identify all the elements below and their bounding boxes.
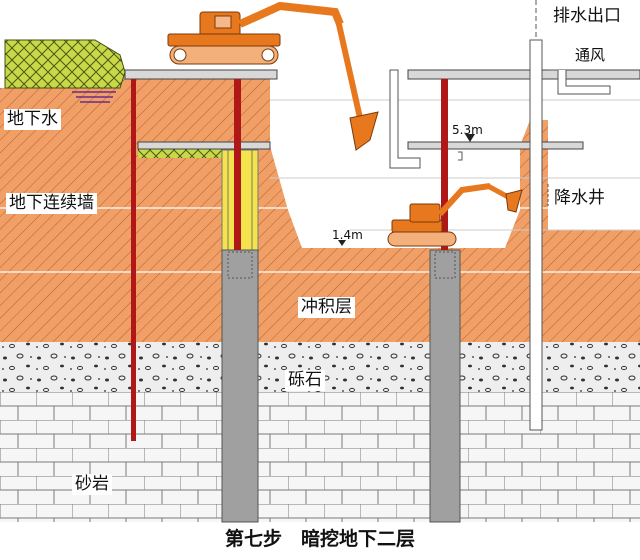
ventilation-pipe-right (548, 69, 611, 95)
column-right (429, 249, 461, 523)
label-gravel: 砾石 (285, 370, 325, 391)
label-ventilation: 通风 (572, 46, 609, 65)
top-slab-right (407, 69, 640, 80)
label-diaphragm-wall: 地下连续墙 (6, 193, 97, 214)
excavator-top (167, 1, 379, 151)
diaphragm-wall (131, 79, 136, 441)
label-sandstone: 砂岩 (72, 474, 112, 495)
excavator-small (387, 183, 523, 247)
diagram-caption: 第七步 暗挖地下二层 (224, 528, 415, 550)
label-groundwater: 地下水 (4, 109, 61, 130)
mid-slab-right (407, 141, 584, 150)
sandstone-layer (0, 392, 640, 522)
column-left (221, 249, 259, 523)
dimension-upper: 5.3m (452, 123, 483, 137)
red-column-right (441, 79, 448, 250)
label-dewatering-well: 降水井 (554, 188, 605, 208)
label-drainage-outlet: 排水出口 (553, 6, 621, 26)
top-slab-left (124, 69, 278, 80)
dimension-lower: 1.4m (332, 228, 363, 242)
green-fill-top (4, 39, 126, 89)
mid-slab-left (137, 141, 271, 150)
red-column-left (234, 79, 241, 250)
ventilation-pipe-left (389, 69, 421, 169)
dewatering-well-pipe (529, 39, 543, 431)
label-alluvial-layer: 冲积层 (298, 297, 355, 318)
